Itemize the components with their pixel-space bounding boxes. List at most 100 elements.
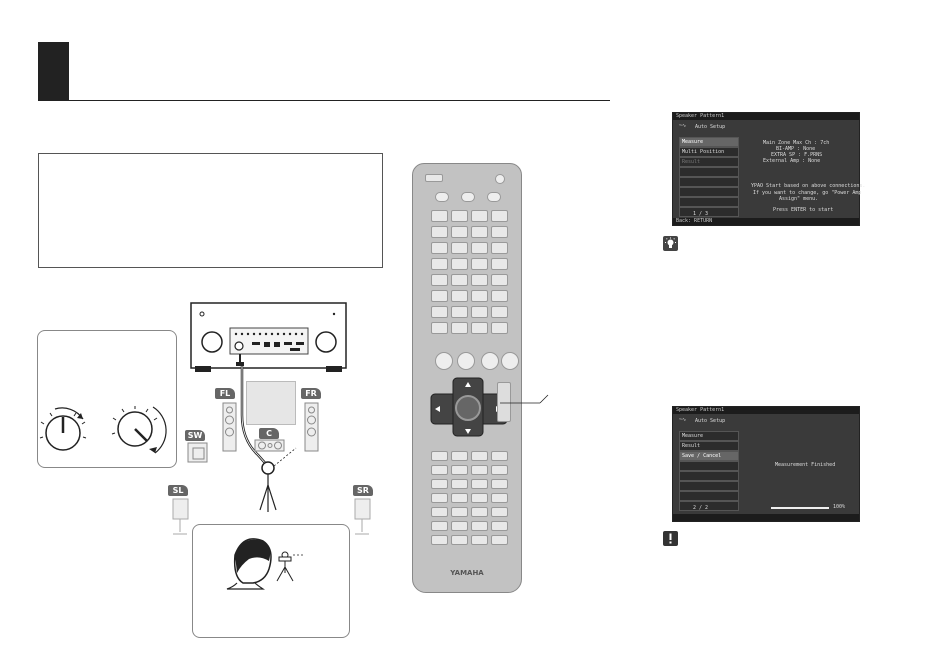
remote-key-lower-4-1[interactable] <box>451 507 468 517</box>
lightbulb-glyph <box>665 237 676 248</box>
remote-key-lower-5-0[interactable] <box>431 521 448 531</box>
remote-key-lower-3-0[interactable] <box>431 493 448 503</box>
remote-key-upper-3-3[interactable] <box>491 258 508 270</box>
remote-key-lower-4-2[interactable] <box>471 507 488 517</box>
screen1-info-1: Main Zone Max Ch : 7ch <box>763 140 830 146</box>
remote-key-upper-0-2[interactable] <box>471 210 488 222</box>
remote-key-upper-7-2[interactable] <box>471 322 488 334</box>
screen1-title: Auto Setup <box>695 124 726 130</box>
screen2-progress-track <box>771 507 829 509</box>
remote-key-upper-0-0[interactable] <box>431 210 448 222</box>
screen2-menu-result[interactable]: Result <box>679 441 739 451</box>
remote-key-lower-1-0[interactable] <box>431 465 448 475</box>
remote-key-upper-3-0[interactable] <box>431 258 448 270</box>
remote-cursor-pad[interactable] <box>429 376 509 438</box>
screen2-header: Speaker Pattern1 <box>673 407 859 414</box>
auto-setup-screen-2: Speaker Pattern1 ~∿ Auto Setup Measure R… <box>672 406 860 522</box>
remote-key-upper-5-0[interactable] <box>431 290 448 302</box>
remote-round-button-3[interactable] <box>481 352 499 370</box>
exclamation-glyph <box>669 533 672 544</box>
remote-zone-button-1[interactable] <box>435 192 449 202</box>
screen1-message-2: If you want to change, go "Power Amp <box>753 190 862 196</box>
remote-key-lower-1-3[interactable] <box>491 465 508 475</box>
remote-key-lower-1-2[interactable] <box>471 465 488 475</box>
remote-key-upper-0-3[interactable] <box>491 210 508 222</box>
remote-key-lower-0-0[interactable] <box>431 451 448 461</box>
screen2-menu-empty-5 <box>679 501 739 511</box>
remote-key-upper-2-2[interactable] <box>471 242 488 254</box>
screen2-menu-measure[interactable]: Measure <box>679 431 739 441</box>
remote-key-lower-0-1[interactable] <box>451 451 468 461</box>
crossover-knob <box>111 406 167 454</box>
remote-key-upper-7-1[interactable] <box>451 322 468 334</box>
front-right-speaker <box>304 402 319 452</box>
remote-key-lower-1-1[interactable] <box>451 465 468 475</box>
remote-key-upper-2-1[interactable] <box>451 242 468 254</box>
remote-key-upper-4-1[interactable] <box>451 274 468 286</box>
remote-round-button-1[interactable] <box>435 352 453 370</box>
screen1-menu-measure[interactable]: Measure <box>679 137 739 147</box>
screen1-menu-result[interactable]: Result <box>679 157 739 167</box>
remote-key-lower-6-3[interactable] <box>491 535 508 545</box>
remote-key-upper-6-3[interactable] <box>491 306 508 318</box>
remote-key-upper-7-0[interactable] <box>431 322 448 334</box>
remote-key-lower-2-3[interactable] <box>491 479 508 489</box>
remote-key-upper-0-1[interactable] <box>451 210 468 222</box>
remote-key-upper-6-0[interactable] <box>431 306 448 318</box>
remote-side-bar[interactable] <box>497 382 511 422</box>
screen1-menu-multi-position[interactable]: Multi Position <box>679 147 739 157</box>
remote-round-button-4[interactable] <box>501 352 519 370</box>
remote-key-lower-0-3[interactable] <box>491 451 508 461</box>
remote-key-lower-6-1[interactable] <box>451 535 468 545</box>
screen2-waveform-icon: ~∿ <box>679 417 687 423</box>
callout-line <box>500 394 549 404</box>
remote-key-lower-2-2[interactable] <box>471 479 488 489</box>
remote-key-lower-3-2[interactable] <box>471 493 488 503</box>
remote-key-lower-4-3[interactable] <box>491 507 508 517</box>
remote-power-button[interactable] <box>495 174 505 184</box>
remote-key-upper-6-1[interactable] <box>451 306 468 318</box>
remote-key-upper-7-3[interactable] <box>491 322 508 334</box>
remote-key-upper-4-0[interactable] <box>431 274 448 286</box>
remote-key-upper-5-3[interactable] <box>491 290 508 302</box>
remote-top-left-button[interactable] <box>425 174 443 182</box>
remote-key-lower-6-2[interactable] <box>471 535 488 545</box>
remote-key-upper-3-2[interactable] <box>471 258 488 270</box>
remote-control: YAMAHA <box>412 163 522 593</box>
remote-key-upper-1-2[interactable] <box>471 226 488 238</box>
remote-key-upper-4-3[interactable] <box>491 274 508 286</box>
av-receiver <box>190 302 347 372</box>
remote-key-upper-1-0[interactable] <box>431 226 448 238</box>
screen2-menu-save-cancel[interactable]: Save / Cancel <box>679 451 739 461</box>
remote-zone-button-2[interactable] <box>461 192 475 202</box>
remote-key-lower-3-1[interactable] <box>451 493 468 503</box>
remote-key-upper-2-3[interactable] <box>491 242 508 254</box>
remote-key-upper-1-3[interactable] <box>491 226 508 238</box>
remote-key-upper-2-0[interactable] <box>431 242 448 254</box>
remote-key-upper-4-2[interactable] <box>471 274 488 286</box>
screen2-menu-empty-3 <box>679 481 739 491</box>
remote-key-lower-3-3[interactable] <box>491 493 508 503</box>
remote-key-upper-6-2[interactable] <box>471 306 488 318</box>
remote-key-lower-4-0[interactable] <box>431 507 448 517</box>
remote-brand-logo: YAMAHA <box>450 569 484 577</box>
remote-key-upper-5-1[interactable] <box>451 290 468 302</box>
screen1-menu-empty-5 <box>679 207 739 217</box>
subwoofer-label: SW <box>185 430 205 441</box>
remote-key-lower-6-0[interactable] <box>431 535 448 545</box>
remote-key-lower-5-1[interactable] <box>451 521 468 531</box>
remote-key-lower-0-2[interactable] <box>471 451 488 461</box>
remote-key-lower-5-3[interactable] <box>491 521 508 531</box>
remote-key-lower-2-0[interactable] <box>431 479 448 489</box>
remote-zone-button-3[interactable] <box>487 192 501 202</box>
screen1-enter-prompt: Press ENTER to start <box>773 207 834 213</box>
listener-head-illustration <box>226 538 303 590</box>
screen1-menu: Measure Multi Position Result <box>679 137 739 217</box>
remote-key-lower-5-2[interactable] <box>471 521 488 531</box>
remote-round-button-2[interactable] <box>457 352 475 370</box>
remote-key-upper-3-1[interactable] <box>451 258 468 270</box>
screen2-progress-fill <box>771 507 829 509</box>
remote-key-upper-5-2[interactable] <box>471 290 488 302</box>
remote-key-lower-2-1[interactable] <box>451 479 468 489</box>
remote-key-upper-1-1[interactable] <box>451 226 468 238</box>
